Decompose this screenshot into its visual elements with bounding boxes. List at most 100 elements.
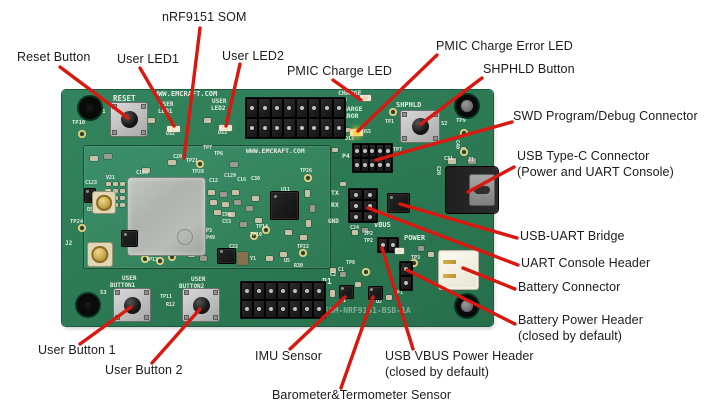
passive-component (340, 182, 346, 186)
passive-component (332, 148, 338, 152)
silkscreen-text: ERROR (339, 112, 359, 120)
silkscreen-text: TP26 (300, 168, 313, 174)
passive-component (113, 203, 118, 207)
user-led1-ds2 (167, 126, 180, 132)
callout-label-text: Barometer&Termometer Sensor (272, 388, 452, 402)
user-button-2-s4 (183, 289, 219, 321)
test-point (299, 249, 307, 257)
test-point (250, 232, 258, 240)
passive-component (306, 220, 311, 227)
passive-component (330, 268, 336, 273)
silkscreen-text: DS2 (166, 131, 176, 137)
silkscreen-text: TP3 (203, 228, 213, 234)
silkscreen-text: CHARGE (339, 105, 363, 113)
passive-component (214, 210, 221, 215)
passive-component (230, 162, 238, 167)
callout-label-text: User Button 2 (105, 363, 183, 377)
silkscreen-text: TP7 (203, 145, 213, 151)
passive-component (106, 189, 111, 193)
silkscreen-text: TP22 (297, 244, 310, 250)
passive-component (208, 190, 215, 195)
silkscreen-text: V21 (106, 175, 116, 181)
silkscreen-text: C12 (209, 178, 219, 184)
silkscreen-text: D13 (345, 136, 355, 142)
passive-component (232, 190, 239, 195)
passive-component (120, 189, 125, 193)
silkscreen-text: J2 (65, 240, 73, 247)
ic-chip-ic-c123 (85, 189, 95, 202)
silkscreen-text: USER (212, 98, 227, 105)
test-point (156, 257, 164, 265)
silkscreen-text: WWW.EMCRAFT.COM (246, 147, 305, 155)
passive-component (362, 228, 368, 233)
callout-label-user-button-2: User Button 2 (105, 362, 183, 378)
silkscreen-text: S3 (100, 290, 107, 296)
callout-label-shphld-button: SHPHLD Button (483, 61, 575, 77)
callout-label-swd-connector: SWD Program/Debug Connector (513, 108, 698, 124)
passive-component (255, 218, 262, 223)
silkscreen-text: R12 (166, 302, 176, 308)
passive-component (120, 196, 125, 200)
silkscreen-text: BUTTON2 (179, 283, 205, 290)
silkscreen-text: TP28 (192, 169, 205, 175)
silkscreen-text: Y1 (250, 256, 257, 262)
callout-label-usb-vbus-power-header: USB VBUS Power Header(closed by default) (385, 348, 534, 380)
silkscreen-text: TP49 (203, 235, 216, 241)
silkscreen-text: LED2 (211, 105, 226, 112)
passive-component (340, 272, 346, 277)
passive-component (120, 182, 125, 186)
callout-label-barometer-sensor: Barometer&Termometer Sensor (272, 387, 451, 403)
passive-component (285, 230, 292, 235)
silkscreen-text: P1 (322, 277, 332, 286)
silkscreen-text: TP6 (214, 151, 224, 157)
test-point (196, 160, 204, 168)
ic-chip-ic-som-bottom (218, 249, 235, 263)
callout-label-reset-button: Reset Button (17, 49, 90, 65)
silkscreen-text: TP11 (160, 294, 173, 300)
silkscreen-text: C16 (237, 177, 247, 183)
passive-component (330, 290, 335, 297)
callout-label-user-button-1: User Button 1 (38, 342, 116, 358)
silkscreen-text: C96 (222, 212, 232, 218)
ic-chip-ic-left (122, 231, 137, 246)
silkscreen-text: C30 (251, 176, 261, 182)
passive-component (240, 222, 247, 227)
callout-label-text: USB VBUS Power Header (385, 349, 534, 363)
callout-label-text: SHPHLD Button (483, 62, 575, 76)
passive-component (234, 200, 241, 205)
silkscreen-text: TP14 (256, 224, 269, 230)
ic-chip-imu-u1 (340, 286, 353, 298)
passive-component (345, 128, 351, 132)
passive-component (220, 192, 227, 197)
silkscreen-text: C2 (330, 272, 337, 278)
silkscreen-text: C53 (222, 219, 232, 225)
passive-component (113, 196, 118, 200)
callout-label-text: UART Console Header (521, 256, 651, 270)
passive-component (305, 190, 310, 197)
ufl-j1 (93, 192, 115, 213)
callout-label-battery-connector: Battery Connector (518, 279, 620, 295)
silkscreen-text: USER (191, 276, 206, 283)
passive-component (352, 230, 358, 235)
test-point (141, 255, 149, 263)
callout-label-nrf9151-som: nRF9151 SOM (162, 9, 246, 25)
silkscreen-text: C24 (350, 225, 360, 231)
silkscreen-text: U2 (376, 299, 383, 305)
callout-label-user-led2: User LED2 (222, 48, 284, 64)
passive-component (204, 118, 211, 123)
passive-component (210, 200, 217, 205)
callout-label-text: Battery Power Header (518, 313, 643, 327)
passive-component (142, 168, 150, 173)
user-led2-ds3 (219, 125, 232, 131)
test-point (304, 174, 312, 182)
callout-label-text: nRF9151 SOM (162, 10, 247, 24)
emi-shield (128, 178, 205, 255)
callout-label-battery-power-header: Battery Power Header(closed by default) (518, 312, 643, 344)
callout-label-text: SWD Program/Debug Connector (513, 109, 698, 123)
silkscreen-text: P4 (342, 152, 350, 160)
silkscreen-text: R30 (294, 263, 304, 269)
passive-component (106, 182, 111, 186)
test-point (168, 253, 176, 261)
passive-component (200, 256, 207, 261)
callout-label-text: IMU Sensor (255, 349, 322, 363)
